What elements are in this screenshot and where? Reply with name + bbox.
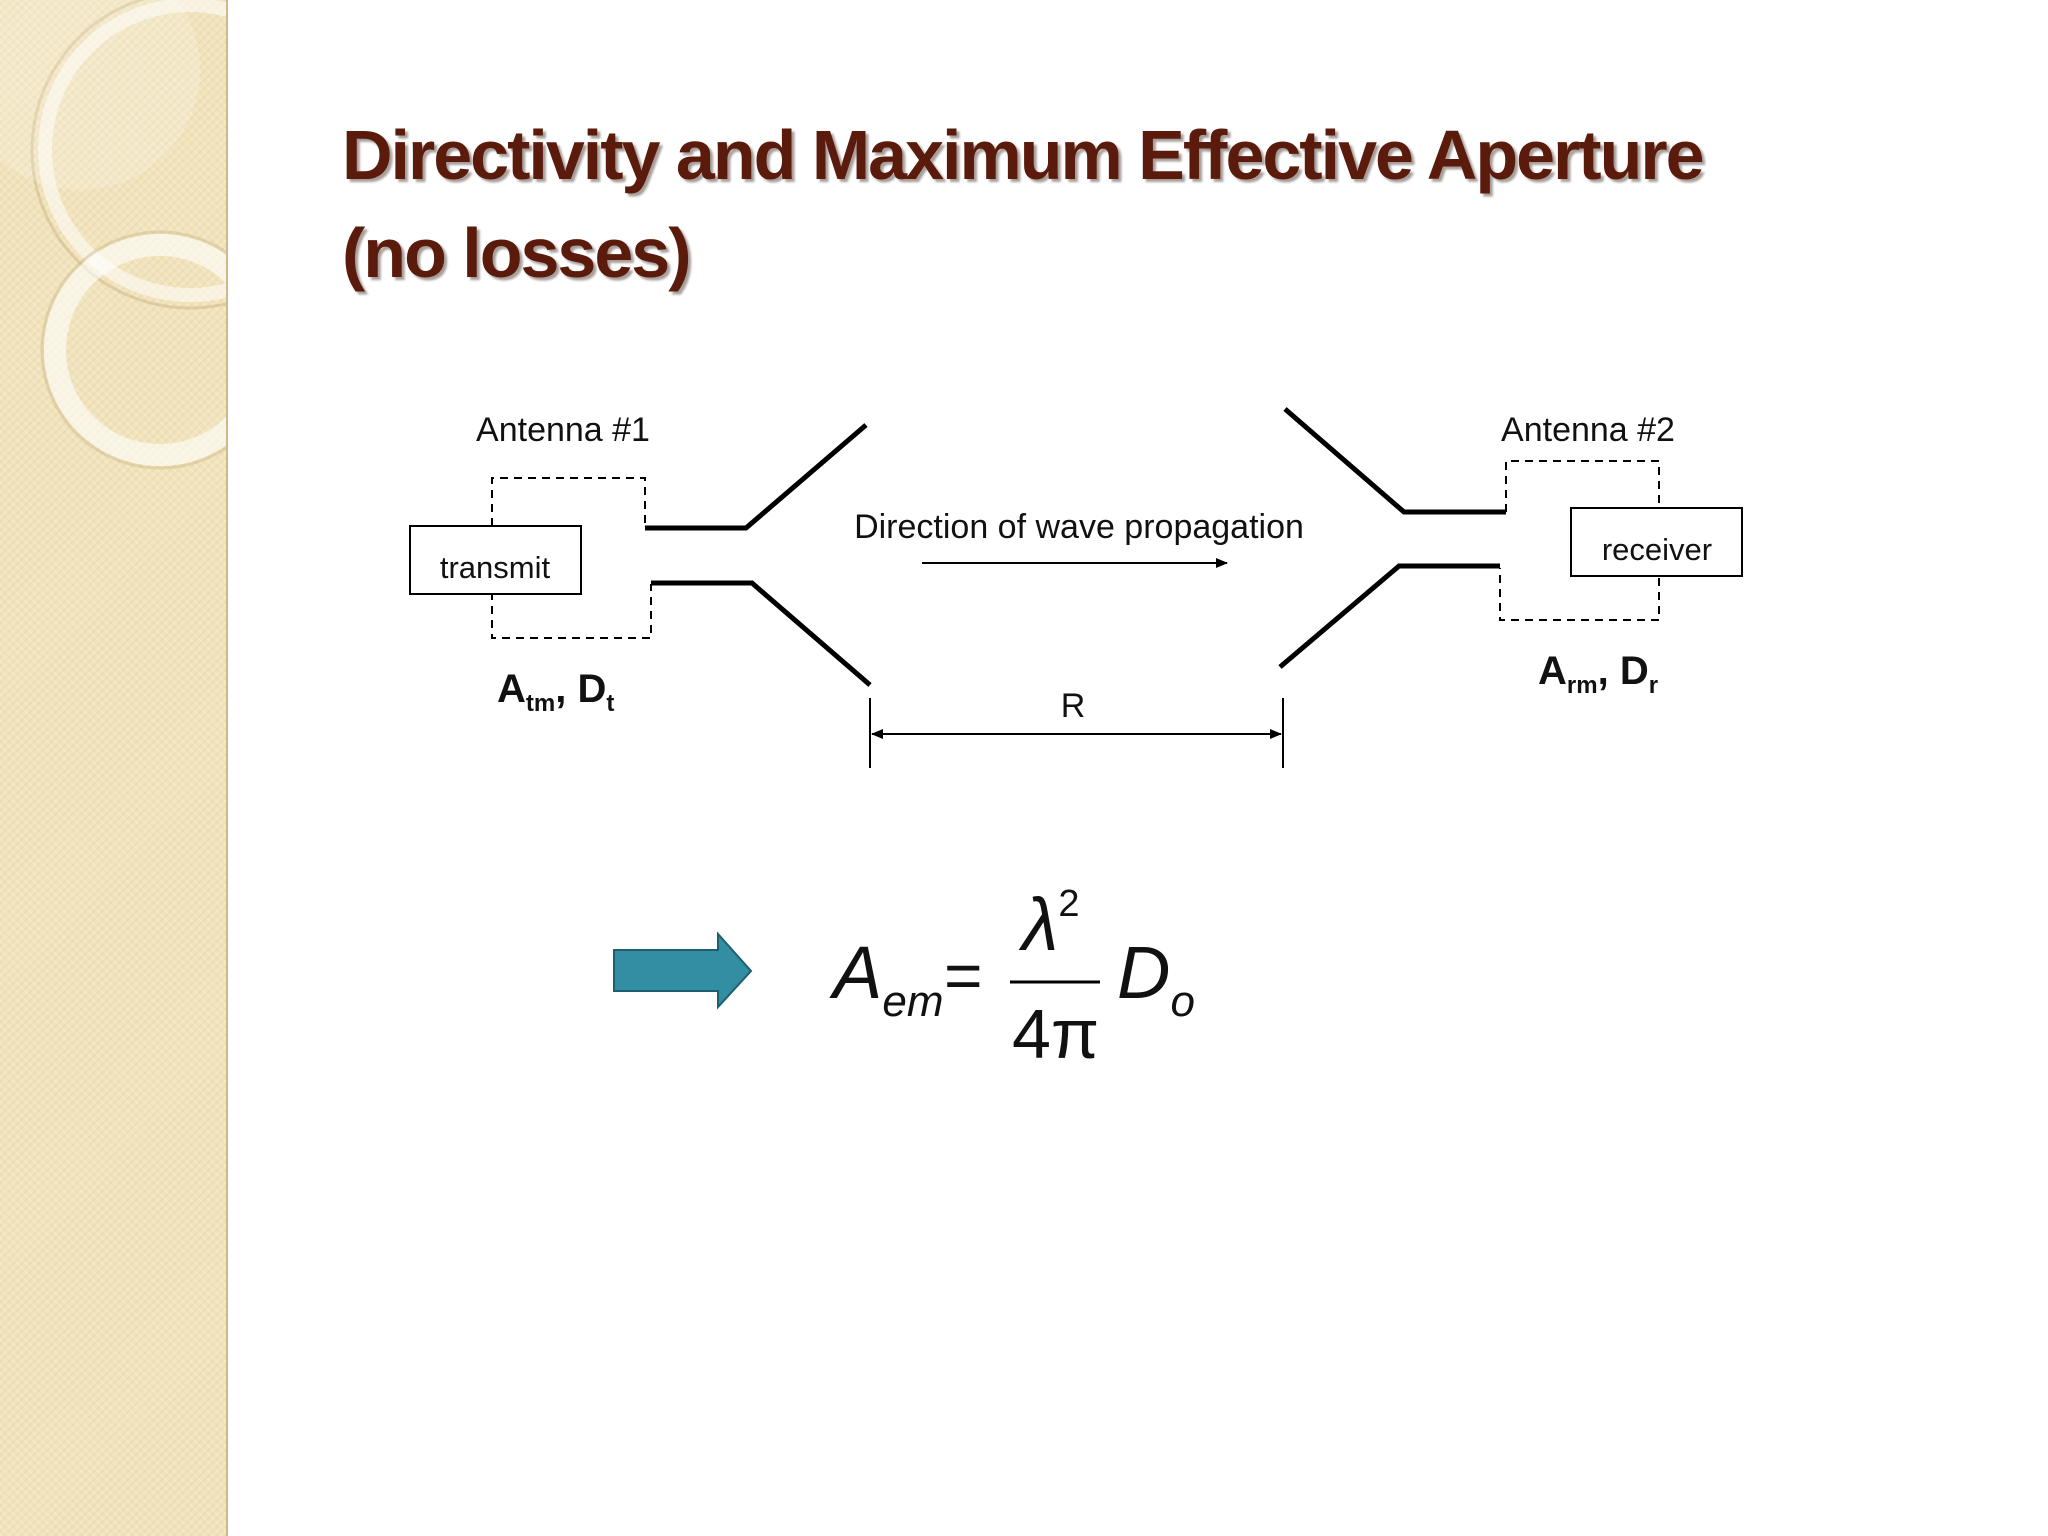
antenna-1-label: Antenna #1 xyxy=(476,411,650,449)
antenna-2-dashed-outline xyxy=(1499,460,1660,621)
antenna-1-dashed-outline xyxy=(491,477,652,639)
tx-aperture-subscript: tm xyxy=(526,690,555,717)
tx-separator: , xyxy=(555,667,577,711)
title-line-2: (no losses) xyxy=(342,214,692,292)
title-line-1: Directivity and Maximum Effective Apertu… xyxy=(342,116,1705,194)
antenna-2-lower-feed xyxy=(1278,563,1500,669)
page-title: Directivity and Maximum Effective Apertu… xyxy=(342,106,1842,302)
formula-rhs-subscript: o xyxy=(1170,977,1194,1026)
receiver-box xyxy=(1570,507,1743,577)
formula-equals: = xyxy=(944,938,983,1012)
antenna-2-label: Antenna #2 xyxy=(1501,411,1675,449)
formula-numerator: λ2 xyxy=(1018,883,1080,966)
formula-lhs: Aem xyxy=(829,931,943,1026)
tx-directivity-symbol: D xyxy=(577,667,606,711)
propagation-label: Direction of wave propagation xyxy=(854,508,1304,546)
antenna-1-upper-feed xyxy=(645,423,868,531)
formula-rhs: Do xyxy=(1117,931,1195,1026)
receiver-label: receiver xyxy=(1602,532,1712,567)
tx-aperture-symbol: A xyxy=(497,667,526,711)
rx-separator: , xyxy=(1598,649,1620,693)
sidebar-decoration xyxy=(0,0,228,1536)
distance-label: R xyxy=(1061,687,1086,725)
formula-lhs-symbol: A xyxy=(829,931,882,1014)
tx-directivity-subscript: t xyxy=(606,690,614,717)
antenna-1-lower-feed xyxy=(651,580,872,687)
rx-directivity-symbol: D xyxy=(1620,649,1649,693)
transmit-label: transmit xyxy=(440,550,551,585)
antenna-2-upper-feed xyxy=(1283,407,1506,515)
formula-lambda: λ xyxy=(1018,883,1058,966)
formula-lhs-subscript: em xyxy=(882,977,943,1026)
rx-params: Arm, Dr xyxy=(1538,649,1658,699)
formula-denominator: 4π xyxy=(1012,995,1099,1073)
transmit-box xyxy=(409,525,582,595)
rx-aperture-symbol: A xyxy=(1538,649,1567,693)
formula-rhs-symbol: D xyxy=(1117,931,1170,1014)
tx-params: Atm, Dt xyxy=(497,667,614,717)
right-arrow-icon xyxy=(613,931,753,1010)
rx-aperture-subscript: rm xyxy=(1567,672,1598,699)
formula-lambda-superscript: 2 xyxy=(1058,883,1079,925)
ring-decoration xyxy=(0,0,226,470)
rx-directivity-subscript: r xyxy=(1649,672,1658,699)
